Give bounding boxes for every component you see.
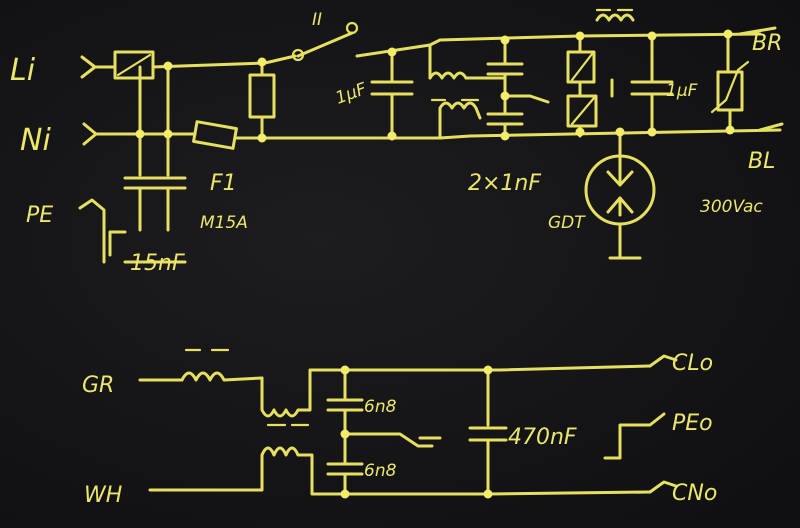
y-cap-bottom: [326, 432, 364, 496]
bottom-junctions: [340, 365, 493, 499]
x-cap-pair: [486, 38, 524, 138]
line-choke-box: [113, 50, 155, 80]
peo-lead: [603, 412, 666, 460]
output-varistor-slash: [710, 60, 750, 114]
top-circuit: Li Ni PE F1 M15A 15nF II 1µF 2×1nF 1µF B…: [10, 8, 784, 276]
line-choke-slash: [116, 53, 152, 77]
varistor-a-slash: [570, 52, 594, 82]
label-cno: CNo: [672, 481, 717, 506]
label-fuse: F1: [210, 171, 237, 196]
x-cap-2: [630, 34, 674, 134]
label-wh: WH: [84, 483, 122, 508]
bottom-circuit: GR WH 6n8 6n8 470nF CLo PEo CNo: [82, 348, 717, 508]
line-rail-2: [151, 54, 297, 69]
bleeder-resistor: [248, 73, 276, 119]
label-bl: BL: [748, 149, 775, 174]
y-cap-midpoint-earth: [343, 432, 442, 448]
label-y-cap-bottom: 6n8: [364, 461, 397, 481]
label-line-in: Li: [10, 53, 36, 88]
label-gdt: GDT: [548, 213, 586, 233]
switch-contact-b: [345, 21, 359, 35]
label-varistor: 300Vac: [700, 197, 763, 217]
varistor-b-slash: [570, 96, 596, 126]
label-neutral-in: Ni: [20, 123, 51, 158]
label-x-cap-pair: 2×1nF: [468, 171, 541, 196]
bl-output-lead: [758, 122, 784, 132]
label-clo: CLo: [672, 351, 713, 376]
label-fuse-rating: M15A: [200, 213, 248, 233]
cm-choke-top: [260, 364, 652, 418]
switch-contact-a: [291, 48, 305, 62]
label-peo: PEo: [672, 411, 713, 436]
label-x-cap-1: 1µF: [333, 79, 370, 109]
y-cap-top: [326, 368, 364, 436]
label-x-cap: 470nF: [508, 425, 577, 450]
choke-a: [428, 71, 468, 80]
x-cap-pair-mid: [503, 94, 550, 104]
gr-choke: [180, 371, 264, 382]
pe-lead: [78, 198, 106, 264]
label-gr: GR: [82, 373, 114, 398]
varistor-b: [566, 94, 598, 128]
output-choke: [595, 13, 635, 22]
gdt-arrow-down: [606, 158, 634, 187]
choke-b: [438, 101, 482, 140]
x-cap-1: [370, 53, 414, 140]
label-x-cap-2: 1µF: [666, 81, 698, 101]
label-pe: PE: [26, 203, 53, 228]
neutral-input-arrow: [82, 122, 98, 146]
x-cap-470: [468, 368, 508, 496]
gdt-arrow-up: [606, 196, 634, 217]
label-br: BR: [752, 31, 782, 56]
y-cap-leads-3: [138, 186, 170, 232]
main-switch: [296, 31, 354, 58]
gdt-ground: [608, 222, 642, 260]
top-junctions: [135, 29, 735, 143]
pe-ground: [108, 230, 187, 264]
label-y-caps: 15nF: [130, 251, 185, 276]
line-input-arrow: [80, 55, 97, 79]
clo-arrow: [648, 354, 678, 368]
cm-choke-bottom: [148, 446, 652, 496]
label-switch: II: [312, 10, 322, 30]
y-cap-2: [153, 176, 187, 190]
br-output-lead: [738, 26, 777, 36]
line-rail-3: [355, 32, 762, 58]
cno-arrow: [648, 480, 678, 494]
neutral-rail-2: [233, 128, 782, 140]
fuse-f1: [192, 120, 238, 150]
label-y-cap-top: 6n8: [364, 397, 397, 417]
